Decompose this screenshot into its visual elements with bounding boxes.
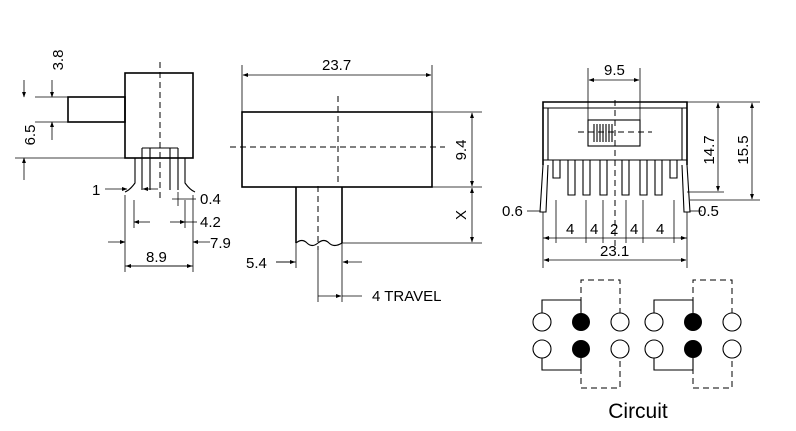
- front-actuator-break: [295, 239, 343, 247]
- dim-14-7: 14.7: [701, 135, 718, 164]
- dim-7-9: 7.9: [210, 235, 231, 252]
- dim-x: X: [453, 210, 470, 220]
- circuit-pole-right: [644, 279, 742, 389]
- dim-5-4: 5.4: [246, 255, 267, 272]
- dim-15-5: 15.5: [735, 135, 752, 164]
- side-pins: [124, 147, 196, 193]
- dim-0-5: 0.5: [698, 203, 719, 220]
- dim-3-8: 3.8: [50, 50, 67, 71]
- pin-view: 9.5 14.7 15.5 0.6 0.5 4 4 2 4 4: [502, 62, 760, 268]
- front-actuator: [295, 187, 343, 243]
- circuit-pole-left: [532, 279, 630, 389]
- dim-1: 1: [92, 182, 100, 199]
- dim-0-4: 0.4: [200, 191, 221, 208]
- side-actuator: [67, 96, 126, 123]
- dim-4-2: 4.2: [200, 214, 221, 231]
- dim-9-4: 9.4: [453, 140, 470, 161]
- side-view: 3.8 6.5 1 0.4 4.2 7.9 8.9: [15, 50, 231, 272]
- circuit-caption: Circuit: [608, 400, 668, 423]
- dim-8-9: 8.9: [146, 249, 167, 266]
- travel-label: 4 TRAVEL: [372, 288, 441, 305]
- dim-0-6: 0.6: [502, 203, 523, 220]
- dim-6-5: 6.5: [22, 125, 39, 146]
- dim-23-1: 23.1: [600, 243, 629, 260]
- front-body: [241, 111, 433, 188]
- pitch-5: 4: [656, 221, 664, 238]
- pitch-3: 2: [610, 221, 618, 238]
- pitch-1: 4: [566, 221, 574, 238]
- slider-grip: [593, 124, 613, 142]
- side-body: [124, 72, 194, 159]
- dim-9-5: 9.5: [604, 62, 625, 79]
- slider: [587, 119, 641, 147]
- circuit: Circuit: [532, 279, 742, 423]
- pitch-4: 4: [630, 221, 638, 238]
- dim-23-7: 23.7: [322, 57, 351, 74]
- pitch-2: 4: [590, 221, 598, 238]
- front-view: 23.7 9.4 X 5.4 4 TRAVEL: [230, 57, 482, 305]
